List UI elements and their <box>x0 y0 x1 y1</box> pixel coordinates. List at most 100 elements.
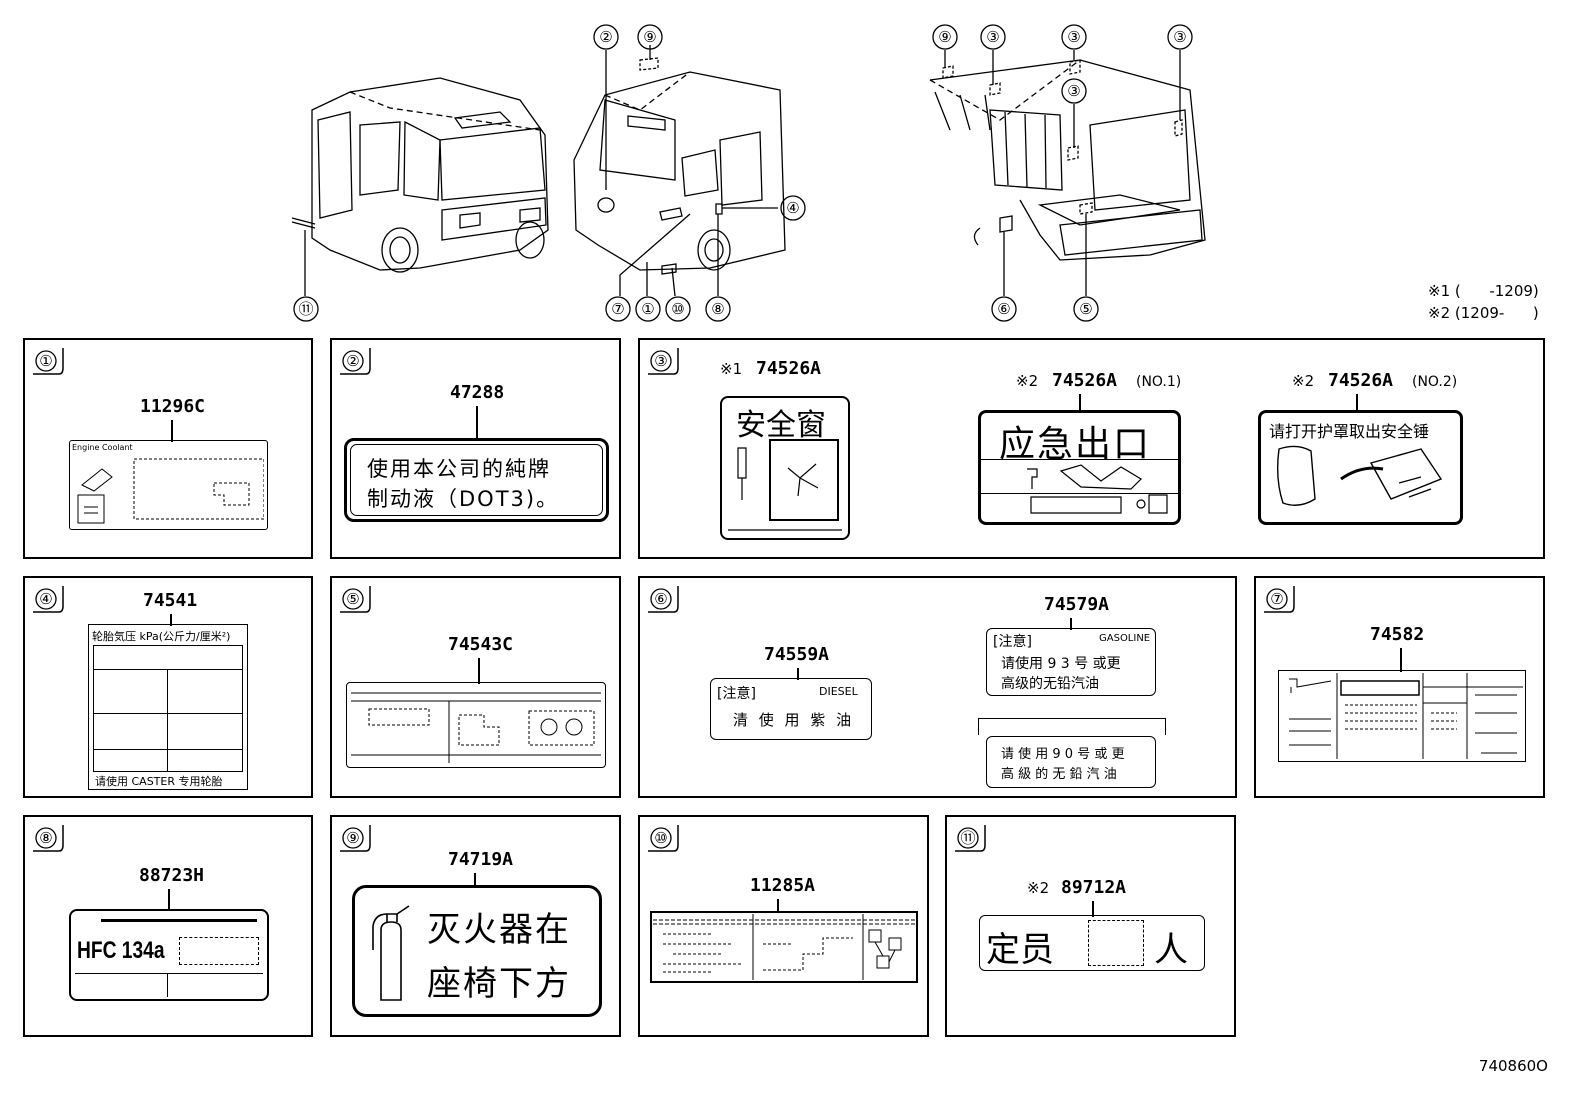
label-header: 轮胎気压 kPa(公斤力/厘米²) <box>92 630 231 643</box>
alternative-bracket <box>978 718 1166 735</box>
label-text: 应急出口 <box>999 424 1152 465</box>
callout-9: ⑨ <box>643 28 657 46</box>
part-number: 88723H <box>139 865 205 886</box>
panel-number-badge: ① <box>33 348 73 384</box>
callout-3a: ③ <box>986 28 1000 46</box>
label-line-2: 制动液（DOT3)。 <box>367 487 560 511</box>
label-text: 安全窗 <box>736 408 826 443</box>
panel-1: ① 11296C Engine Coolant <box>23 338 313 559</box>
number-blank <box>1088 920 1144 966</box>
panel-number-badge: ⑪ <box>955 825 995 861</box>
label-line-2: 高级的无铅汽油 <box>1001 676 1099 692</box>
callout-2: ② <box>599 28 613 46</box>
part-number: 74526A <box>1052 370 1118 391</box>
panel-number-badge: ④ <box>33 586 73 622</box>
part-suffix: (NO.2) <box>1412 374 1458 390</box>
brake-fluid-label: 使用本公司的純牌 制动液（DOT3)。 <box>344 438 609 522</box>
panel-10: ⑩ 11285A <box>638 815 929 1037</box>
panel-number-badge: ③ <box>648 348 688 384</box>
leader-line <box>1092 901 1094 917</box>
label-line-1: 使用本公司的純牌 <box>367 457 551 481</box>
label-line-1: 请 使 用 9 0 号 或 更 <box>1001 747 1125 762</box>
leader-line <box>474 873 476 887</box>
panel-number-badge: ⑦ <box>1264 586 1304 622</box>
callout-6: ⑥ <box>997 300 1011 318</box>
callout-3c: ③ <box>1067 82 1081 100</box>
diagram-id: 740860O <box>1478 1057 1548 1075</box>
panel-5: ⑤ 74543C <box>330 576 621 798</box>
panel-number-badge: ⑩ <box>648 825 688 861</box>
label-tag: [注意] <box>993 634 1032 650</box>
callout-8: ⑧ <box>711 300 725 318</box>
part-number: 47288 <box>450 382 505 403</box>
panel-number-badge: ⑥ <box>648 586 688 622</box>
gasoline-90-label: 请 使 用 9 0 号 或 更 高 級 的 无 鉛 汽 油 <box>986 736 1156 788</box>
part-number: 74526A <box>1328 370 1394 391</box>
van-front-left-drawing <box>291 77 549 296</box>
leader-line <box>1079 394 1081 412</box>
panel-8: ⑧ 88723H HFC 134a <box>23 815 313 1037</box>
exit-handle-icon <box>1027 464 1168 514</box>
callout-5: ⑤ <box>1079 300 1093 318</box>
label-tag: [注意] <box>717 686 756 702</box>
legend-line-1: ※1 ( -1209) <box>1428 282 1539 300</box>
part-number: 74526A <box>756 358 822 379</box>
variant-note: ※2 <box>1027 879 1050 897</box>
panel-7: ⑦ 74582 <box>1254 576 1545 798</box>
leader-line <box>171 420 173 442</box>
panel-number-badge: ⑤ <box>340 586 380 622</box>
info-table-icon <box>1289 673 1523 759</box>
fire-extinguisher-icon <box>372 905 410 1001</box>
part-number: 11296C <box>140 396 206 417</box>
label-line-2: 高 級 的 无 鉛 汽 油 <box>1001 767 1117 782</box>
service-diagram-icon <box>653 914 915 980</box>
variant-note: ※2 <box>1016 372 1039 390</box>
emergency-exit-label: 应急出口 <box>978 410 1181 525</box>
label-line-2: 座椅下方 <box>427 964 571 1004</box>
label-text: HFC 134a <box>77 937 165 964</box>
leader-line <box>170 614 172 626</box>
callout-11: ⑪ <box>298 300 314 318</box>
callout-7: ⑦ <box>611 300 625 318</box>
part-number: 74719A <box>448 849 514 870</box>
safety-hammer-label: 请打开护罩取出安全锤 <box>1258 410 1463 525</box>
callout-3d: ③ <box>1173 28 1187 46</box>
part-number: 74543C <box>448 634 514 655</box>
info-label <box>1278 670 1526 762</box>
van-rear-interior-drawing <box>929 50 1206 296</box>
callout-9b: ⑨ <box>938 28 952 46</box>
fuel-type: DIESEL <box>819 685 858 698</box>
callout-3b: ③ <box>1067 28 1081 46</box>
leader-line <box>1070 618 1072 630</box>
variant-note: ※2 <box>1292 372 1315 390</box>
label-title: Engine Coolant <box>72 443 133 452</box>
coolant-icon <box>77 458 264 524</box>
label-text: 清 使 用 紫 油 <box>733 711 855 729</box>
label-text-right: 人 <box>1154 930 1188 970</box>
safety-window-label: 安全窗 <box>720 396 850 540</box>
leader-line <box>797 668 799 680</box>
seat-layout-label <box>346 682 606 768</box>
legend-line-2: ※2 (1209- ) <box>1428 304 1539 322</box>
hammer-glass-icon <box>728 439 842 531</box>
label-line-1: 灭火器在 <box>427 910 571 950</box>
label-text: 请打开护罩取出安全锤 <box>1269 422 1430 441</box>
callout-10: ⑩ <box>671 300 685 318</box>
label-footer: 请使用 CASTER 专用轮胎 <box>95 775 223 788</box>
gasoline-93-label: [注意] GASOLINE 请使用 9 3 号 或更 高级的无铅汽油 <box>986 628 1156 696</box>
diesel-fuel-label: [注意] DIESEL 清 使 用 紫 油 <box>710 678 872 740</box>
callout-1: ① <box>641 300 655 318</box>
part-number: 74541 <box>143 590 198 611</box>
part-suffix: (NO.1) <box>1136 374 1182 390</box>
leader-line <box>478 658 480 684</box>
panel-11: ⑪ ※2 89712A 定员 人 <box>945 815 1236 1037</box>
van-rear-left-drawing <box>573 45 786 297</box>
part-number: 74579A <box>1044 594 1110 615</box>
tire-pressure-label: 轮胎気压 kPa(公斤力/厘米²) 请使用 CASTER 专用轮胎 <box>88 624 248 790</box>
panel-6: ⑥ 74559A [注意] DIESEL 清 使 用 紫 油 74579A [注… <box>638 576 1237 798</box>
service-label <box>650 911 918 983</box>
callout-4: ④ <box>786 199 800 217</box>
panel-9: ⑨ 74719A 灭火器在 座椅下方 <box>330 815 621 1037</box>
capacity-label: 定员 人 <box>979 915 1205 971</box>
refrigerant-label: HFC 134a <box>69 909 269 1001</box>
